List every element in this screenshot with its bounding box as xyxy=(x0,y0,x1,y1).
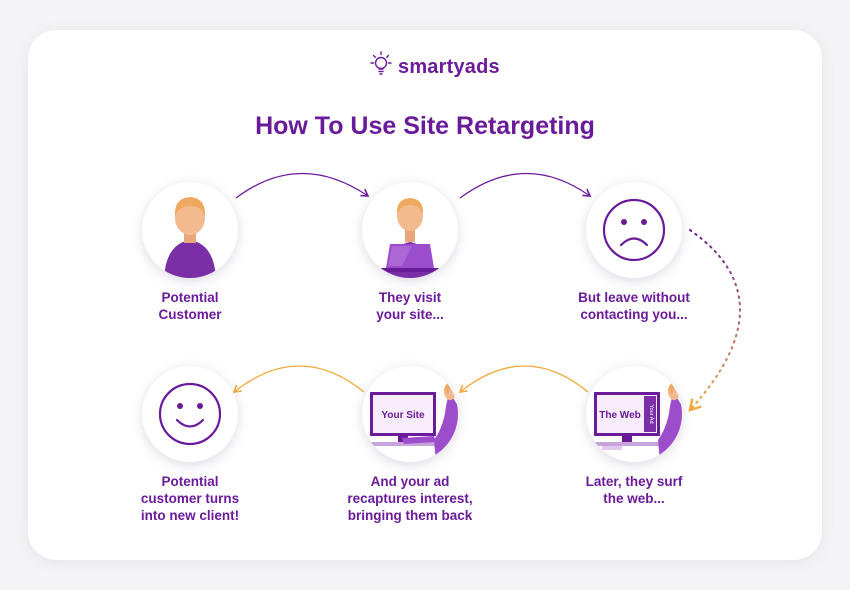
step-1-circle xyxy=(142,182,238,278)
brand-logo: smartyads xyxy=(368,50,500,84)
step-5-circle: Your Site xyxy=(362,366,458,462)
person-icon xyxy=(164,197,216,278)
ad-text: Your Ad xyxy=(648,404,654,423)
sad-face-icon xyxy=(602,198,666,262)
computer-site-icon: Your Site xyxy=(368,382,458,462)
brand-name: smartyads xyxy=(398,55,500,78)
arrow-5-to-6 xyxy=(232,365,365,393)
step-2-circle xyxy=(362,182,458,278)
page-title: How To Use Site Retargeting xyxy=(255,112,595,140)
lightbulb-icon xyxy=(368,50,394,85)
arrow-3-to-4 xyxy=(688,229,741,412)
step-1-label: Potential Customer xyxy=(158,290,222,322)
step-2-label: They visit your site... xyxy=(376,290,444,322)
step-6-circle xyxy=(142,366,238,462)
screen-text: Your Site xyxy=(381,410,425,421)
step-4-label: Later, they surf the web... xyxy=(585,474,683,506)
happy-face-icon xyxy=(158,382,222,446)
screen-text: The Web xyxy=(599,410,640,421)
step-5-label: And your ad recaptures interest, bringin… xyxy=(347,474,473,523)
arrow-4-to-5 xyxy=(458,365,589,393)
arrow-1-to-2 xyxy=(235,172,370,199)
infographic-card xyxy=(28,30,822,560)
computer-web-icon: Your Ad The Web xyxy=(592,382,682,462)
step-6-label: Potential customer turns into new client… xyxy=(140,474,240,523)
step-4-circle: Your Ad The Web xyxy=(586,366,682,462)
person-laptop-icon xyxy=(380,198,440,278)
step-3-circle xyxy=(586,182,682,278)
arrow-2-to-3 xyxy=(459,172,592,199)
step-3-label: But leave without contacting you... xyxy=(578,290,690,322)
